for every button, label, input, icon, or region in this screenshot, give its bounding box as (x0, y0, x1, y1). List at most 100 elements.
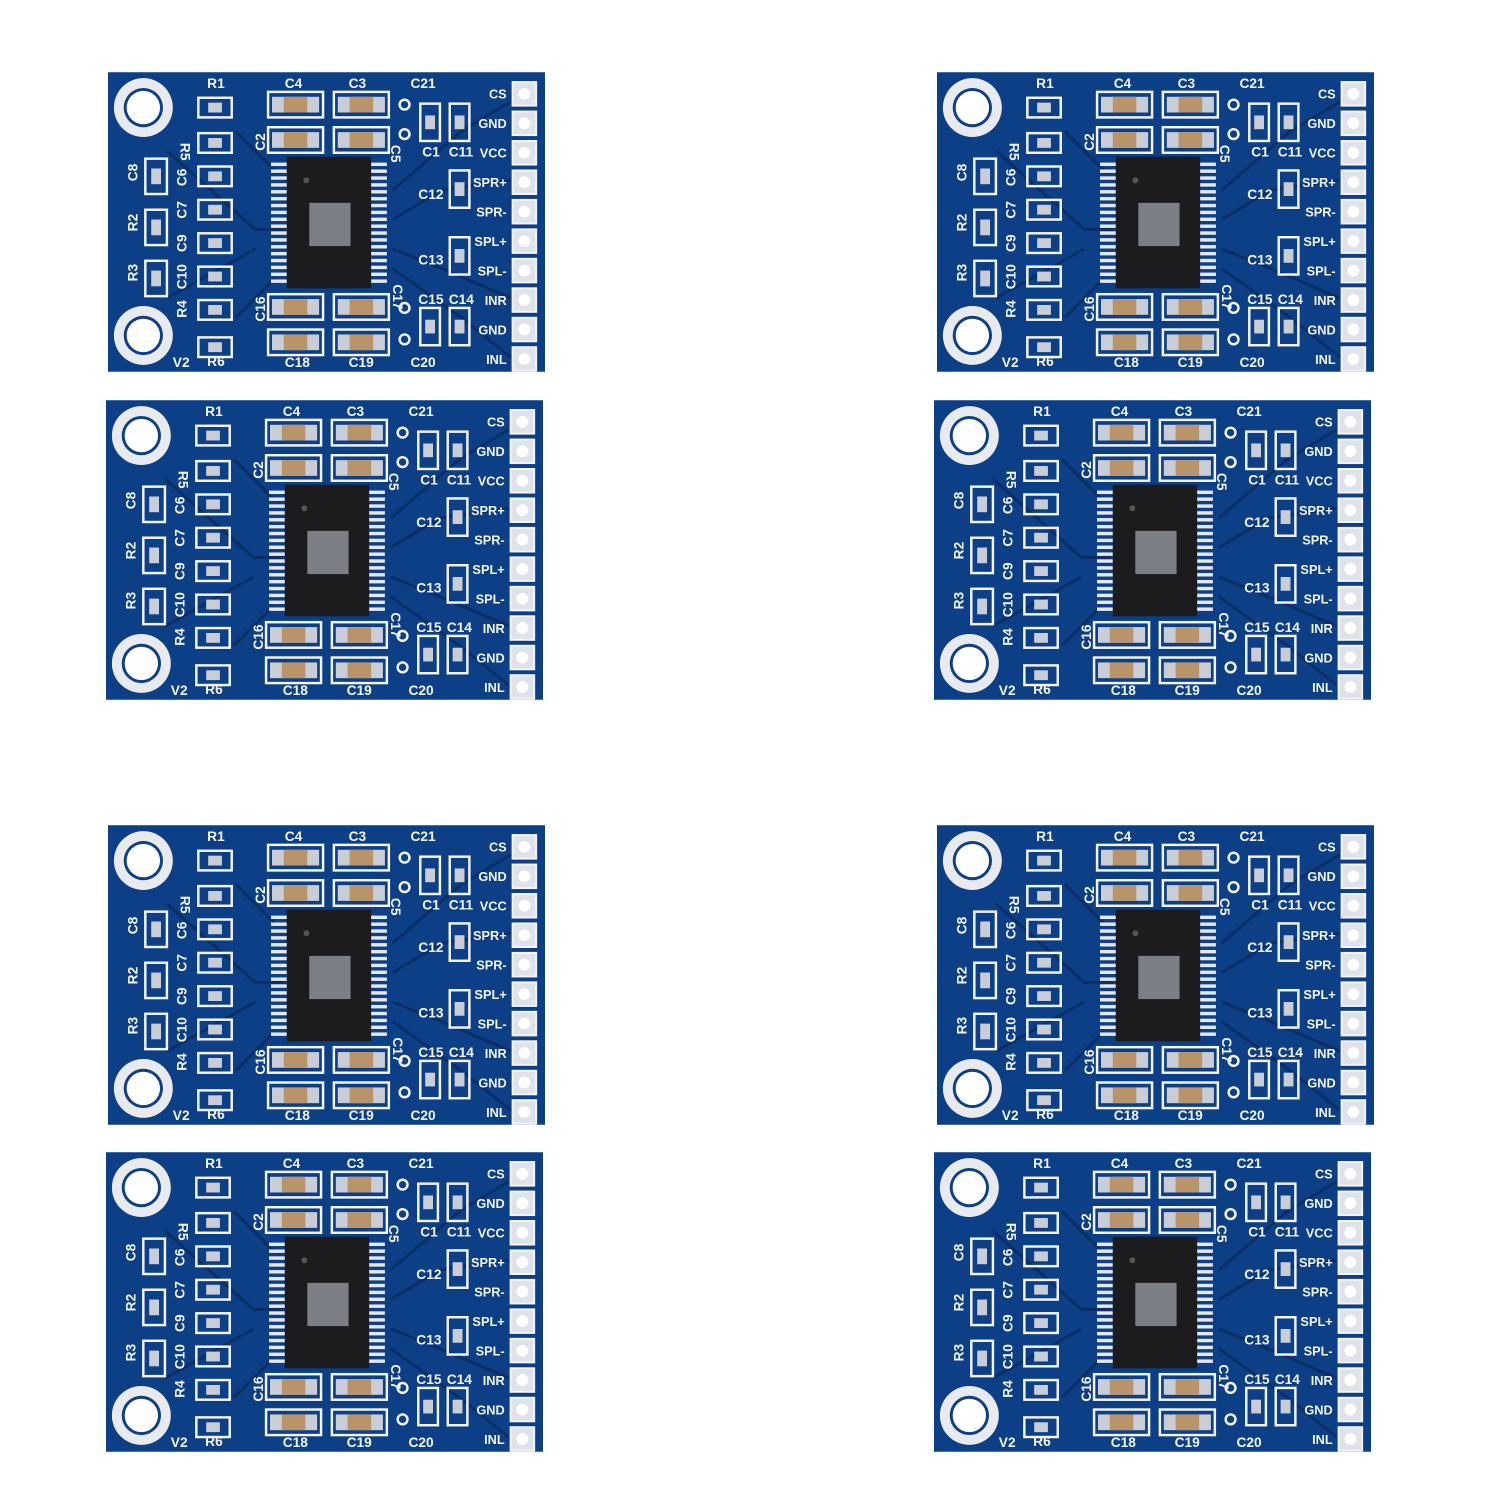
pin-hole (518, 235, 531, 248)
pin-label: SPR- (474, 533, 504, 548)
smd-body (980, 219, 991, 236)
label-r2: R2 (123, 1293, 138, 1311)
label-r5: R5 (176, 1223, 191, 1241)
pin-label: SPR+ (471, 1255, 505, 1270)
pcb-graphic: R1 R5 C6 C7 C9 C10 R4 R6 C8 R2 R3 V2 C4 … (106, 400, 543, 700)
smd-body (1034, 1251, 1048, 1262)
pin-hole (516, 1315, 529, 1328)
label-r2: R2 (125, 213, 140, 231)
label-c5: C5 (1217, 898, 1232, 916)
capacitor-outline (1161, 843, 1220, 872)
ic-pin (1197, 593, 1213, 598)
pin-hole (516, 1285, 529, 1298)
label-c3: C3 (1175, 404, 1193, 419)
capacitor-outline (1161, 328, 1220, 357)
smd-body (1254, 115, 1265, 130)
label-c10: C10 (175, 1017, 190, 1043)
smd-body (149, 547, 160, 564)
ic-pin (1097, 497, 1113, 501)
label-r3: R3 (951, 1343, 966, 1361)
label-c12: C12 (416, 515, 442, 530)
smd-body (206, 430, 220, 441)
pin-hole (1344, 445, 1357, 458)
ic-pin (371, 1011, 387, 1016)
ic-pin (369, 1270, 385, 1274)
ic-pin (269, 1318, 285, 1322)
pin-label: CS (487, 1167, 505, 1182)
ic-pin (271, 1018, 287, 1023)
label-c11: C11 (449, 145, 474, 160)
label-c13: C13 (1247, 1006, 1273, 1021)
label-c14: C14 (1275, 1372, 1301, 1387)
pin-label: GND (478, 322, 506, 337)
smd-resistor (197, 131, 233, 154)
smd-body (454, 1002, 465, 1016)
smd-body (980, 168, 991, 185)
via (1227, 127, 1240, 141)
pin-labels: CS GND VCC SPR+ SPR- SPL+ SPL- INR GND I… (473, 87, 507, 367)
smd-component (448, 855, 471, 896)
smd-resistor (195, 1345, 231, 1368)
ic-pin (1100, 1011, 1116, 1016)
pin-hole (518, 1076, 531, 1089)
capacitor-outline (1095, 879, 1154, 907)
smd-resistor (197, 918, 233, 941)
smd-body (423, 1399, 434, 1414)
amplifier-board: R1 R5 C6 C7 C9 C10 R4 R6 C8 R2 R3 V2 C4 … (937, 825, 1374, 1125)
mounting-hole (113, 78, 173, 138)
pin-hole (518, 146, 531, 159)
smd-body (1034, 1218, 1048, 1228)
ic-pin (1100, 984, 1116, 988)
smd-body (454, 1072, 465, 1087)
via (1224, 1178, 1237, 1191)
label-r2: R2 (951, 541, 966, 559)
pin-hole (518, 205, 531, 218)
label-c21: C21 (1239, 829, 1265, 844)
label-c10: C10 (173, 1344, 188, 1370)
capacitor-outline (266, 126, 325, 154)
label-c21: C21 (408, 404, 434, 419)
label-c8: C8 (951, 1243, 966, 1261)
smd-resistor (1023, 664, 1059, 687)
label-c10: C10 (1001, 1344, 1016, 1370)
ic-pin (1200, 190, 1216, 194)
ic-pin (1200, 998, 1216, 1002)
pin-hole (1347, 205, 1360, 218)
pin-label: INL (1315, 352, 1336, 367)
ic-pin (1200, 949, 1216, 954)
pin-label: INL (1312, 680, 1333, 695)
smd-body (208, 891, 222, 901)
capacitor-body (347, 1414, 372, 1431)
smd-resistor (1023, 493, 1059, 516)
capacitor-body (349, 96, 374, 113)
ic-pin (1200, 1018, 1216, 1023)
ic-pin (1097, 490, 1113, 495)
smd-component (419, 1059, 442, 1100)
smd-component (1274, 1386, 1297, 1427)
ic-pin (1100, 251, 1116, 256)
label-c6: C6 (173, 496, 188, 514)
pin-labels: CS GND VCC SPR+ SPR- SPL+ SPL- INR GND I… (471, 1167, 505, 1447)
smd-body (423, 1195, 434, 1210)
via (1227, 1086, 1240, 1099)
ic-pin (369, 593, 385, 598)
pin-hole (518, 264, 531, 277)
label-c8: C8 (123, 1243, 138, 1261)
label-r2: R2 (954, 213, 969, 231)
pin-label: INL (484, 1432, 505, 1447)
pin-label: SPR- (474, 1285, 504, 1300)
pin-hole (1344, 1433, 1357, 1445)
pin-label: INR (483, 1373, 505, 1388)
label-c19: C19 (349, 1108, 375, 1123)
label-c16: C16 (1079, 624, 1094, 650)
ic-pin (369, 1290, 385, 1295)
label-c18: C18 (285, 1108, 311, 1123)
smd-resistor (1023, 1312, 1059, 1335)
pin-label: SPL+ (474, 987, 506, 1002)
capacitor-outline (264, 1372, 323, 1401)
ic-pin (1097, 1304, 1113, 1308)
header-pins (1337, 1161, 1364, 1452)
capacitor-outline (1095, 1081, 1154, 1110)
via (398, 333, 411, 346)
label-c13: C13 (418, 253, 444, 268)
